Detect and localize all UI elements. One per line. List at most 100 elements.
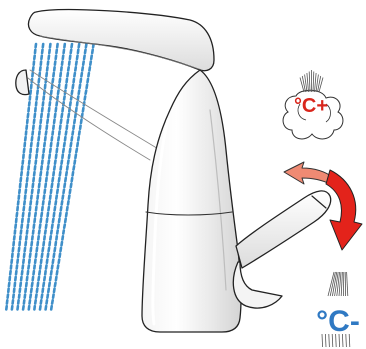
water-drop	[70, 190, 71, 193]
water-drop	[30, 254, 31, 257]
water-drop	[65, 178, 66, 181]
water-drop	[86, 91, 87, 94]
water-drop	[45, 230, 46, 233]
water-drop	[82, 114, 83, 117]
water-drop	[42, 295, 43, 298]
water-drop	[52, 184, 53, 187]
water-drop	[53, 178, 54, 181]
water-drop	[47, 300, 48, 303]
water-drop	[58, 265, 59, 268]
water-drop	[78, 137, 79, 140]
water-drop	[79, 44, 80, 47]
water-drop	[40, 306, 41, 309]
water-drop	[66, 131, 67, 134]
water-drop	[81, 73, 82, 76]
water-drop	[75, 114, 76, 117]
water-drop	[44, 277, 45, 280]
water-drop	[88, 73, 89, 76]
water-drop	[76, 149, 77, 152]
water-drop	[49, 248, 50, 251]
water-drop	[61, 120, 62, 123]
water-drop	[73, 172, 74, 175]
water-drop	[62, 161, 63, 164]
water-drop	[60, 213, 61, 216]
water-drop	[61, 248, 62, 251]
water-drop	[46, 265, 47, 268]
water-drop	[55, 248, 56, 251]
water-drop	[80, 85, 81, 88]
water-drop	[58, 137, 59, 140]
water-drop	[49, 201, 50, 204]
water-drop	[57, 271, 58, 274]
water-drop	[53, 260, 54, 263]
water-drop	[83, 108, 84, 111]
water-drop	[54, 289, 55, 292]
water-drop	[68, 67, 69, 70]
water-drop	[52, 225, 53, 228]
cold-ray	[341, 272, 342, 296]
water-drop	[85, 50, 86, 53]
curved-arrow-cold-icon	[326, 170, 362, 250]
water-drop	[81, 120, 82, 123]
water-drop	[62, 114, 63, 117]
water-drop	[81, 79, 82, 82]
water-drop	[48, 166, 49, 169]
water-drop	[35, 213, 36, 216]
water-drop	[90, 62, 91, 65]
water-drop	[39, 277, 40, 280]
water-drop	[48, 289, 49, 292]
water-drop	[64, 96, 65, 99]
water-drop	[48, 254, 49, 257]
water-drop	[41, 213, 42, 216]
water-drop	[46, 131, 47, 134]
water-drop	[47, 120, 48, 123]
water-drop	[50, 236, 51, 239]
water-drop	[72, 91, 73, 94]
water-drop	[83, 62, 84, 65]
water-drop	[57, 230, 58, 233]
water-drop	[53, 79, 54, 82]
water-drop	[59, 85, 60, 88]
water-drop	[46, 306, 47, 309]
water-drop	[62, 242, 63, 245]
steam-rays	[300, 70, 323, 92]
water-drop	[71, 50, 72, 53]
water-drop	[73, 126, 74, 129]
water-drop	[68, 201, 69, 204]
water-drop	[71, 96, 72, 99]
water-drop	[39, 271, 40, 274]
cold-temperature-label: °C-	[316, 305, 360, 338]
water-drop	[60, 79, 61, 82]
hot-temperature-label: °C+	[294, 95, 328, 117]
steam-ray	[315, 73, 317, 92]
water-drop	[69, 196, 70, 199]
water-drop	[59, 260, 60, 263]
water-drop	[64, 143, 65, 146]
water-drop	[75, 67, 76, 70]
water-drop	[92, 50, 93, 53]
water-drop	[41, 172, 42, 175]
water-drop	[59, 219, 60, 222]
water-drop	[58, 225, 59, 228]
water-drop	[57, 96, 58, 99]
water-drop	[63, 230, 64, 233]
water-drop	[69, 155, 70, 158]
water-drop	[74, 73, 75, 76]
water-drop	[67, 207, 68, 210]
water-drop	[39, 230, 40, 233]
water-drop	[58, 143, 59, 146]
water-drop	[82, 67, 83, 70]
water-drop	[46, 225, 47, 228]
water-drop	[55, 207, 56, 210]
water-drop	[77, 143, 78, 146]
water-drop	[40, 225, 41, 228]
water-drop	[72, 178, 73, 181]
water-drop	[49, 155, 50, 158]
water-drop	[28, 265, 29, 268]
water-drop	[51, 306, 52, 309]
water-drop	[60, 254, 61, 257]
water-drop	[86, 44, 87, 47]
water-drop	[62, 236, 63, 239]
water-drop	[70, 149, 71, 152]
